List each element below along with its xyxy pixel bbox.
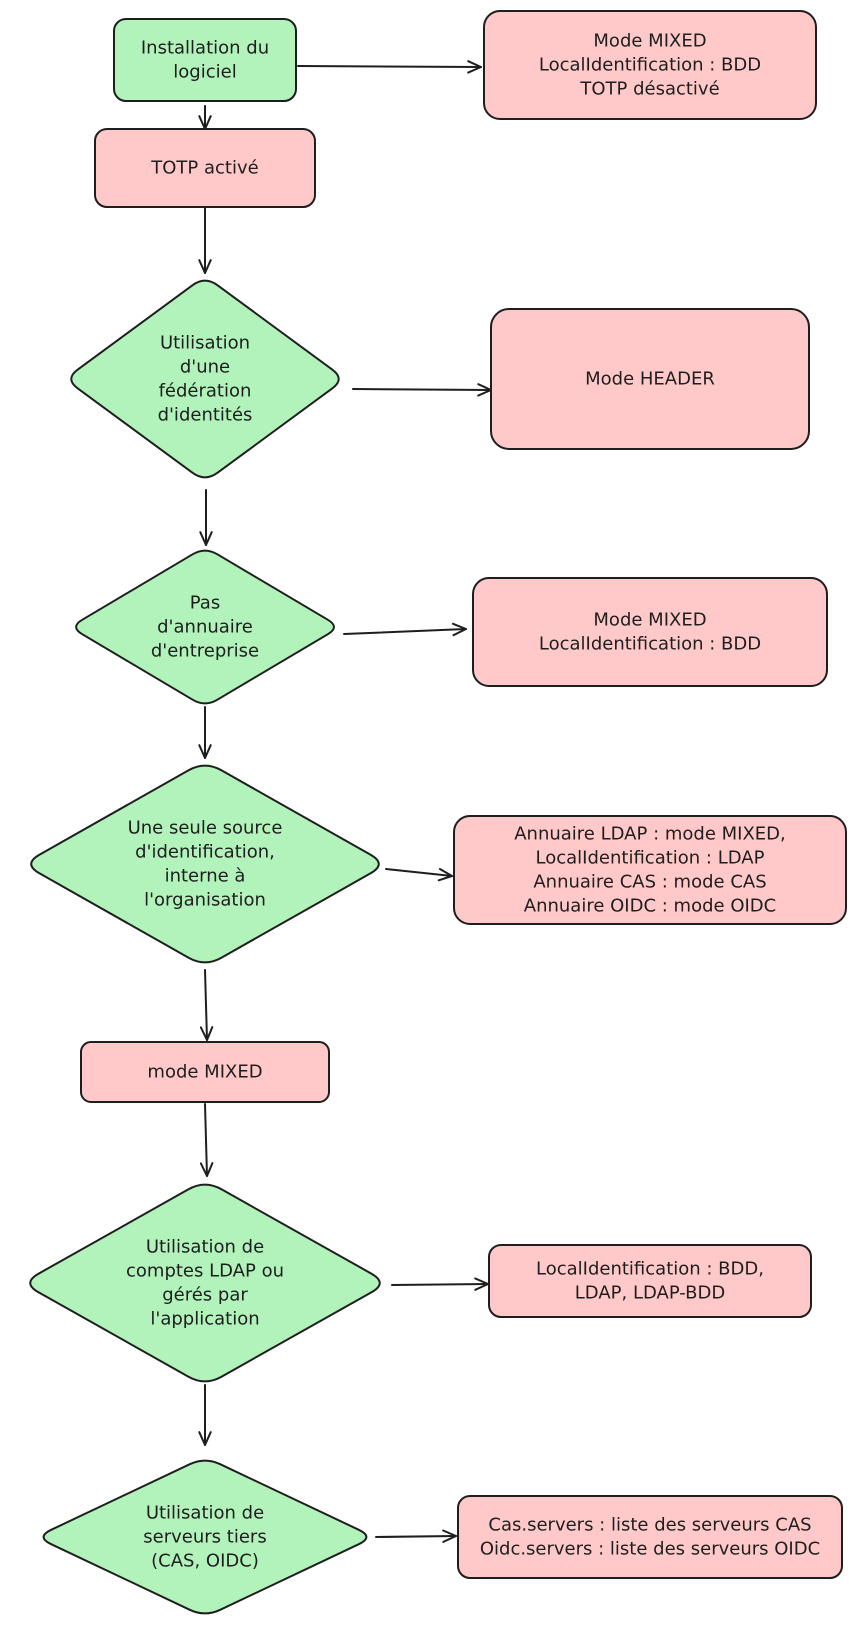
installation-box-shape (113, 18, 297, 102)
node-r-mixed-totp: Mode MIXED LocalIdentification : BDD TOTP … (483, 10, 817, 120)
no-directory-decision-shape (75, 549, 335, 705)
r-local-ident-label-line: LocalIdentification : BDD, (536, 1259, 764, 1280)
federation-label-line: d'une (180, 357, 230, 378)
arrowhead-icon (467, 60, 482, 74)
arrow-line (391, 1283, 489, 1286)
r-directories-label-line: Annuaire CAS : mode CAS (533, 872, 766, 893)
federation-label-line: d'identités (158, 405, 253, 426)
r-servers-label-line: Cas.servers : liste des serveurs CAS (488, 1515, 811, 1536)
mixed-mode-label-line: mode MIXED (147, 1062, 262, 1083)
r-header-label-line: Mode HEADER (585, 369, 715, 390)
r-directories-box-shape (453, 815, 847, 925)
edge-ldap-accounts-to-r-local-ident (391, 1277, 489, 1291)
edge-federation-to-no-directory (199, 489, 213, 546)
arrowhead-icon (198, 259, 212, 274)
edge-single-source-to-mixed-mode (199, 969, 214, 1041)
r-directories-label-line: LocalIdentification : LDAP (536, 848, 765, 869)
arrowhead-icon (442, 1529, 457, 1543)
edge-ldap-accounts-to-third-party (198, 1384, 212, 1446)
node-installation: Installation du logiciel (113, 18, 297, 102)
arrow-line (343, 628, 467, 635)
arrowhead-icon (199, 1026, 214, 1041)
r-mixed-bdd-box-shape (472, 577, 828, 687)
ldap-accounts-decision-shape (29, 1183, 381, 1383)
arrowhead-icon (452, 622, 467, 637)
node-single-source: Une seule source d'identification, interne… (30, 764, 380, 964)
node-no-directory: Pas d'annuaire d'entreprise (75, 549, 335, 705)
edge-third-party-to-r-servers (375, 1529, 457, 1543)
node-totp-active: TOTP activé (94, 128, 316, 208)
arrowhead-icon (199, 531, 213, 546)
third-party-label-line: serveurs tiers (143, 1527, 266, 1548)
arrowhead-icon (437, 868, 453, 882)
arrowhead-icon (198, 744, 212, 759)
r-mixed-bdd-label-line: Mode MIXED (593, 610, 706, 631)
single-source-label-line: d'identification, (135, 842, 275, 863)
third-party-label-line: Utilisation de (146, 1503, 264, 1524)
node-r-header: Mode HEADER (490, 308, 810, 450)
r-directories-label-line: Annuaire LDAP : mode MIXED, (514, 824, 786, 845)
arrow-line (352, 388, 492, 391)
arrowhead-icon (199, 1162, 214, 1177)
installation-label-line: Installation du (141, 38, 269, 59)
arrow-line (375, 1535, 457, 1538)
third-party-label-line: (CAS, OIDC) (151, 1551, 259, 1572)
mixed-mode-box-shape (80, 1041, 330, 1103)
r-mixed-totp-box-shape (483, 10, 817, 120)
node-federation: Utilisation d'une fédération d'identités (70, 279, 340, 479)
single-source-label-line: interne à (165, 866, 246, 887)
edge-installation-to-totp-active (198, 105, 212, 130)
node-r-local-ident: LocalIdentification : BDD, LDAP, LDAP-BDD (488, 1244, 812, 1318)
ldap-accounts-label-line: comptes LDAP ou (126, 1261, 284, 1282)
ldap-accounts-label-line: Utilisation de (146, 1237, 264, 1258)
arrow-line (204, 1103, 208, 1177)
edges-layer (198, 60, 492, 1543)
r-mixed-totp-label-line: TOTP désactivé (579, 79, 719, 100)
edge-single-source-to-r-directories (385, 868, 453, 882)
r-mixed-bdd-label-line: LocalIdentification : BDD (539, 634, 761, 655)
federation-decision-shape (70, 279, 340, 479)
single-source-label-line: Une seule source (128, 818, 283, 839)
edge-no-directory-to-single-source (198, 706, 212, 759)
node-third-party: Utilisation de serveurs tiers (CAS, OIDC) (42, 1459, 368, 1615)
edge-federation-to-r-header (352, 383, 492, 397)
single-source-decision-shape (30, 764, 380, 964)
federation-label-line: fédération (159, 381, 252, 402)
third-party-decision-shape (42, 1459, 368, 1615)
r-directories-label-line: Annuaire OIDC : mode OIDC (524, 896, 776, 917)
arrow-line (297, 65, 482, 68)
r-servers-box-shape (457, 1495, 843, 1579)
arrow-line (204, 969, 208, 1041)
federation-label-line: Utilisation (160, 333, 250, 354)
ldap-accounts-label-line: gérés par (162, 1285, 248, 1306)
r-servers-label-line: Oidc.servers : liste des serveurs OIDC (480, 1539, 820, 1560)
installation-label-line: logiciel (173, 62, 236, 83)
r-local-ident-box-shape (488, 1244, 812, 1318)
edge-totp-active-to-federation (198, 207, 212, 274)
edge-installation-to-r-mixed-totp (297, 60, 482, 74)
r-mixed-totp-label-line: LocalIdentification : BDD (539, 55, 761, 76)
arrow-line (385, 868, 453, 877)
ldap-accounts-label-line: l'application (150, 1309, 259, 1330)
totp-active-box-shape (94, 128, 316, 208)
node-r-servers: Cas.servers : liste des serveurs CAS Oidc… (457, 1495, 843, 1579)
node-r-mixed-bdd: Mode MIXED LocalIdentification : BDD (472, 577, 828, 687)
arrowhead-icon (198, 1431, 212, 1446)
r-local-ident-label-line: LDAP, LDAP-BDD (575, 1283, 725, 1304)
no-directory-label-line: d'annuaire (157, 617, 253, 638)
node-mixed-mode: mode MIXED (80, 1041, 330, 1103)
single-source-label-line: l'organisation (144, 890, 266, 911)
r-header-box-shape (490, 308, 810, 450)
node-ldap-accounts: Utilisation de comptes LDAP ou gérés par l'… (29, 1183, 381, 1383)
r-mixed-totp-label-line: Mode MIXED (593, 31, 706, 52)
edge-no-directory-to-r-mixed-bdd (343, 622, 467, 637)
no-directory-label-line: d'entreprise (151, 641, 259, 662)
totp-active-label-line: TOTP activé (150, 158, 258, 179)
no-directory-label-line: Pas (190, 593, 220, 614)
node-r-directories: Annuaire LDAP : mode MIXED, LocalIdentifi… (453, 815, 847, 925)
edge-mixed-mode-to-ldap-accounts (199, 1103, 214, 1177)
